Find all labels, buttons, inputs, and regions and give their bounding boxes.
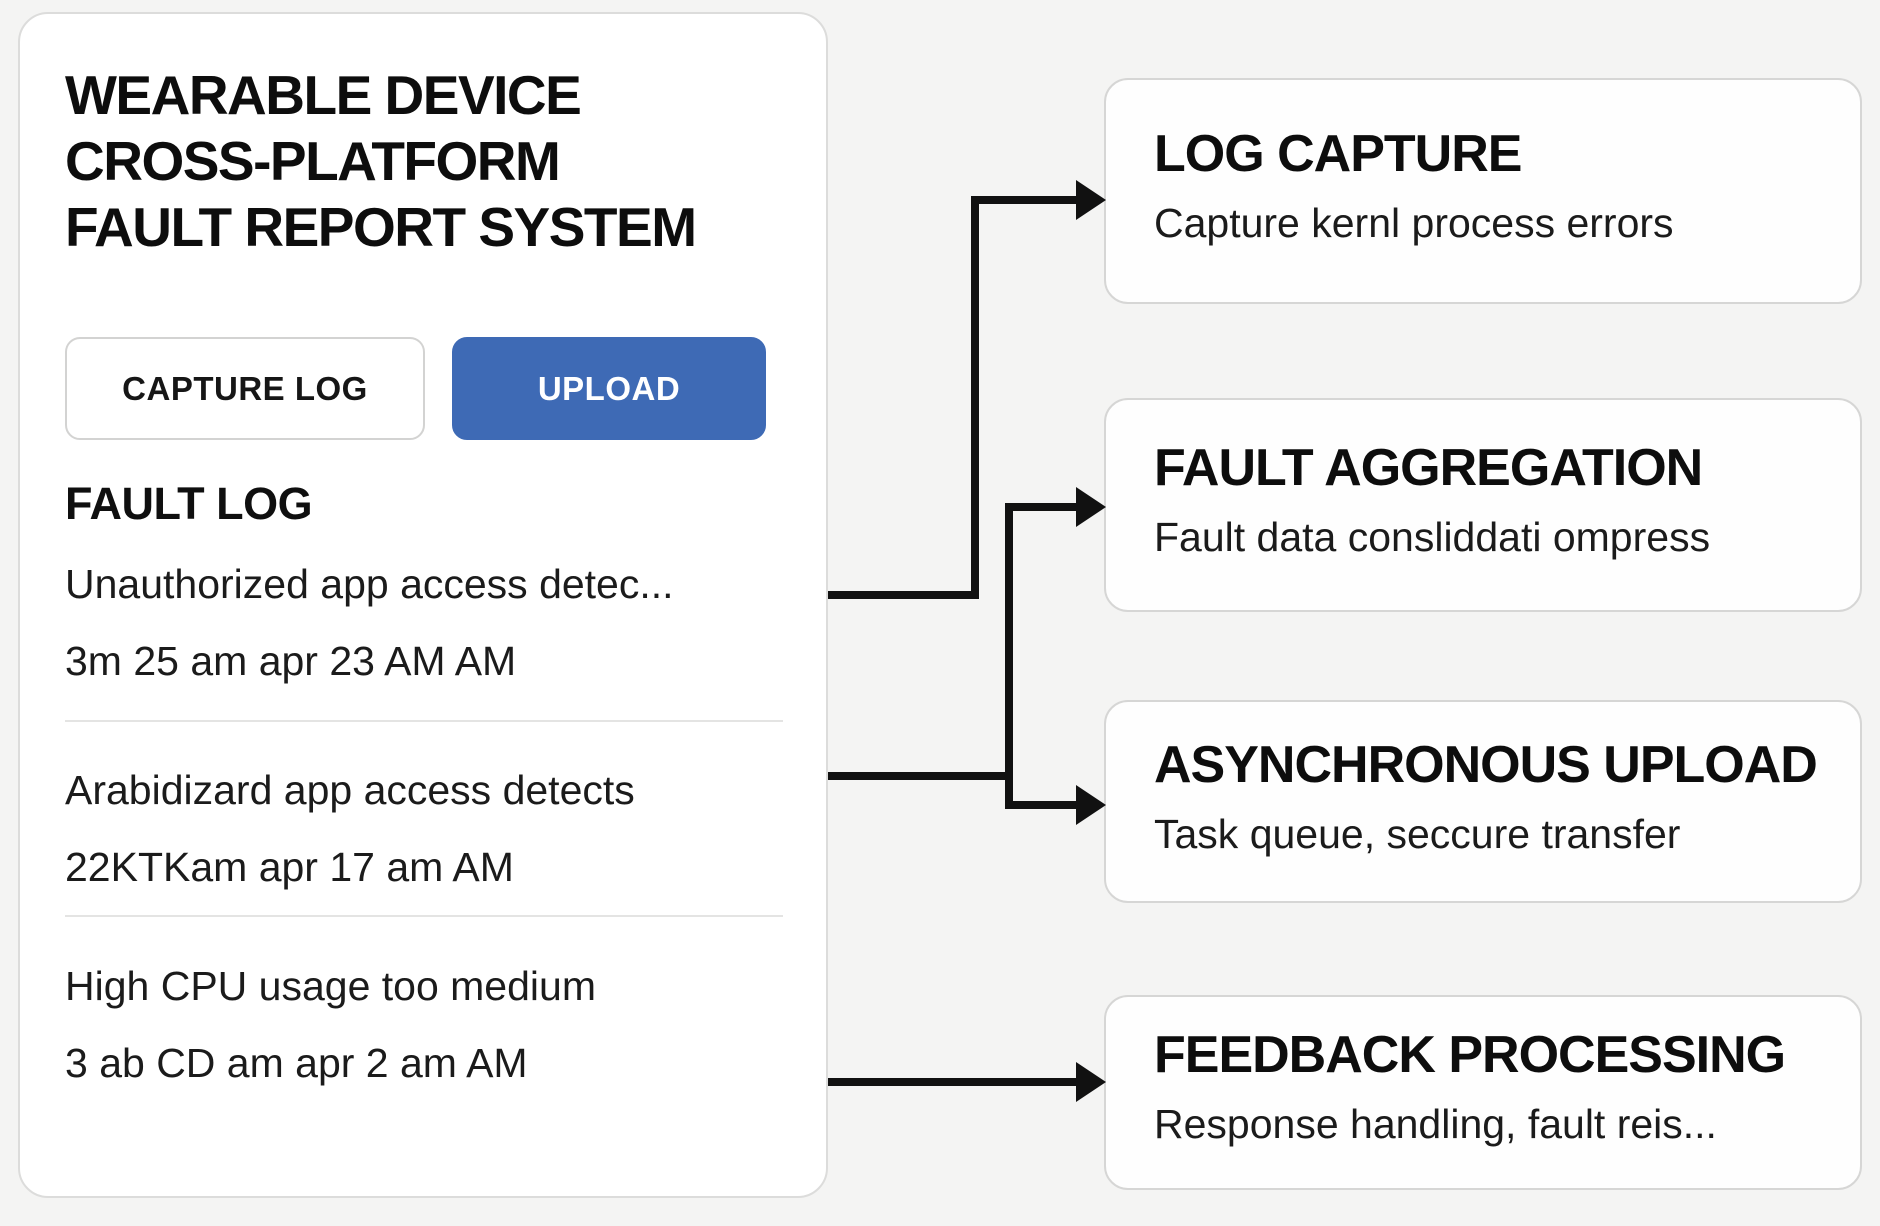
- connector1-feed-segment: [828, 591, 979, 599]
- connector1-vertical-segment: [971, 196, 979, 599]
- fault-timestamp: 3m 25 am apr 23 AM AM: [65, 638, 517, 684]
- page-title: WEARABLE DEVICE CROSS-PLATFORM FAULT REP…: [65, 62, 697, 260]
- node-title: LOG CAPTURE: [1154, 125, 1522, 183]
- node-title: FAULT AGGREGATION: [1154, 439, 1703, 497]
- fault-log-heading: FAULT LOG: [65, 478, 313, 529]
- node-subtitle: Capture kernl process errors: [1154, 200, 1674, 246]
- fault-log-entry-2[interactable]: Arabidizard app access detects 22KTKam a…: [65, 766, 785, 891]
- node-subtitle: Fault data consliddati ompress: [1154, 514, 1711, 560]
- fault-timestamp: 3 ab CD am apr 2 am AM: [65, 1040, 528, 1086]
- fault-message: Arabidizard app access detects: [65, 767, 635, 813]
- node-asynchronous-upload: ASYNCHRONOUS UPLOAD Task queue, seccure …: [1104, 700, 1862, 903]
- node-feedback-processing: FEEDBACK PROCESSING Response handling, f…: [1104, 995, 1862, 1190]
- connector2-vertical-segment: [1005, 503, 1013, 809]
- node-subtitle: Task queue, seccure transfer: [1154, 811, 1681, 857]
- entry-divider: [65, 720, 783, 722]
- node-title: ASYNCHRONOUS UPLOAD: [1154, 736, 1818, 794]
- node-fault-aggregation: FAULT AGGREGATION Fault data consliddati…: [1104, 398, 1862, 612]
- page-title-line-1: WEARABLE DEVICE: [65, 64, 582, 126]
- connector2-lower-segment: [1005, 801, 1078, 809]
- device-panel: WEARABLE DEVICE CROSS-PLATFORM FAULT REP…: [18, 12, 828, 1198]
- connector2-upper-arrowhead-icon: [1076, 487, 1106, 527]
- entry-divider: [65, 915, 783, 917]
- connector1-head-segment: [971, 196, 1078, 204]
- page-title-line-3: FAULT REPORT SYSTEM: [65, 196, 697, 258]
- node-log-capture: LOG CAPTURE Capture kernl process errors: [1104, 78, 1862, 304]
- fault-log-entry-1[interactable]: Unauthorized app access detec... 3m 25 a…: [65, 560, 785, 685]
- connector2-lower-arrowhead-icon: [1076, 785, 1106, 825]
- connector2-upper-segment: [1005, 503, 1078, 511]
- connector2-feed-segment: [828, 772, 1013, 780]
- fault-log-entry-3[interactable]: High CPU usage too medium 3 ab CD am apr…: [65, 962, 785, 1087]
- page-title-line-2: CROSS-PLATFORM: [65, 130, 561, 192]
- fault-message: Unauthorized app access detec...: [65, 561, 674, 607]
- connector3-arrowhead-icon: [1076, 1062, 1106, 1102]
- fault-message: High CPU usage too medium: [65, 963, 596, 1009]
- upload-button[interactable]: UPLOAD: [452, 337, 766, 440]
- node-title: FEEDBACK PROCESSING: [1154, 1026, 1786, 1084]
- connector3-segment: [828, 1078, 1076, 1086]
- fault-timestamp: 22KTKam apr 17 am AM: [65, 844, 514, 890]
- capture-log-button[interactable]: CAPTURE LOG: [65, 337, 425, 440]
- node-subtitle: Response handling, fault reis...: [1154, 1101, 1717, 1147]
- action-button-row: CAPTURE LOG UPLOAD: [65, 337, 766, 440]
- connector1-arrowhead-icon: [1076, 180, 1106, 220]
